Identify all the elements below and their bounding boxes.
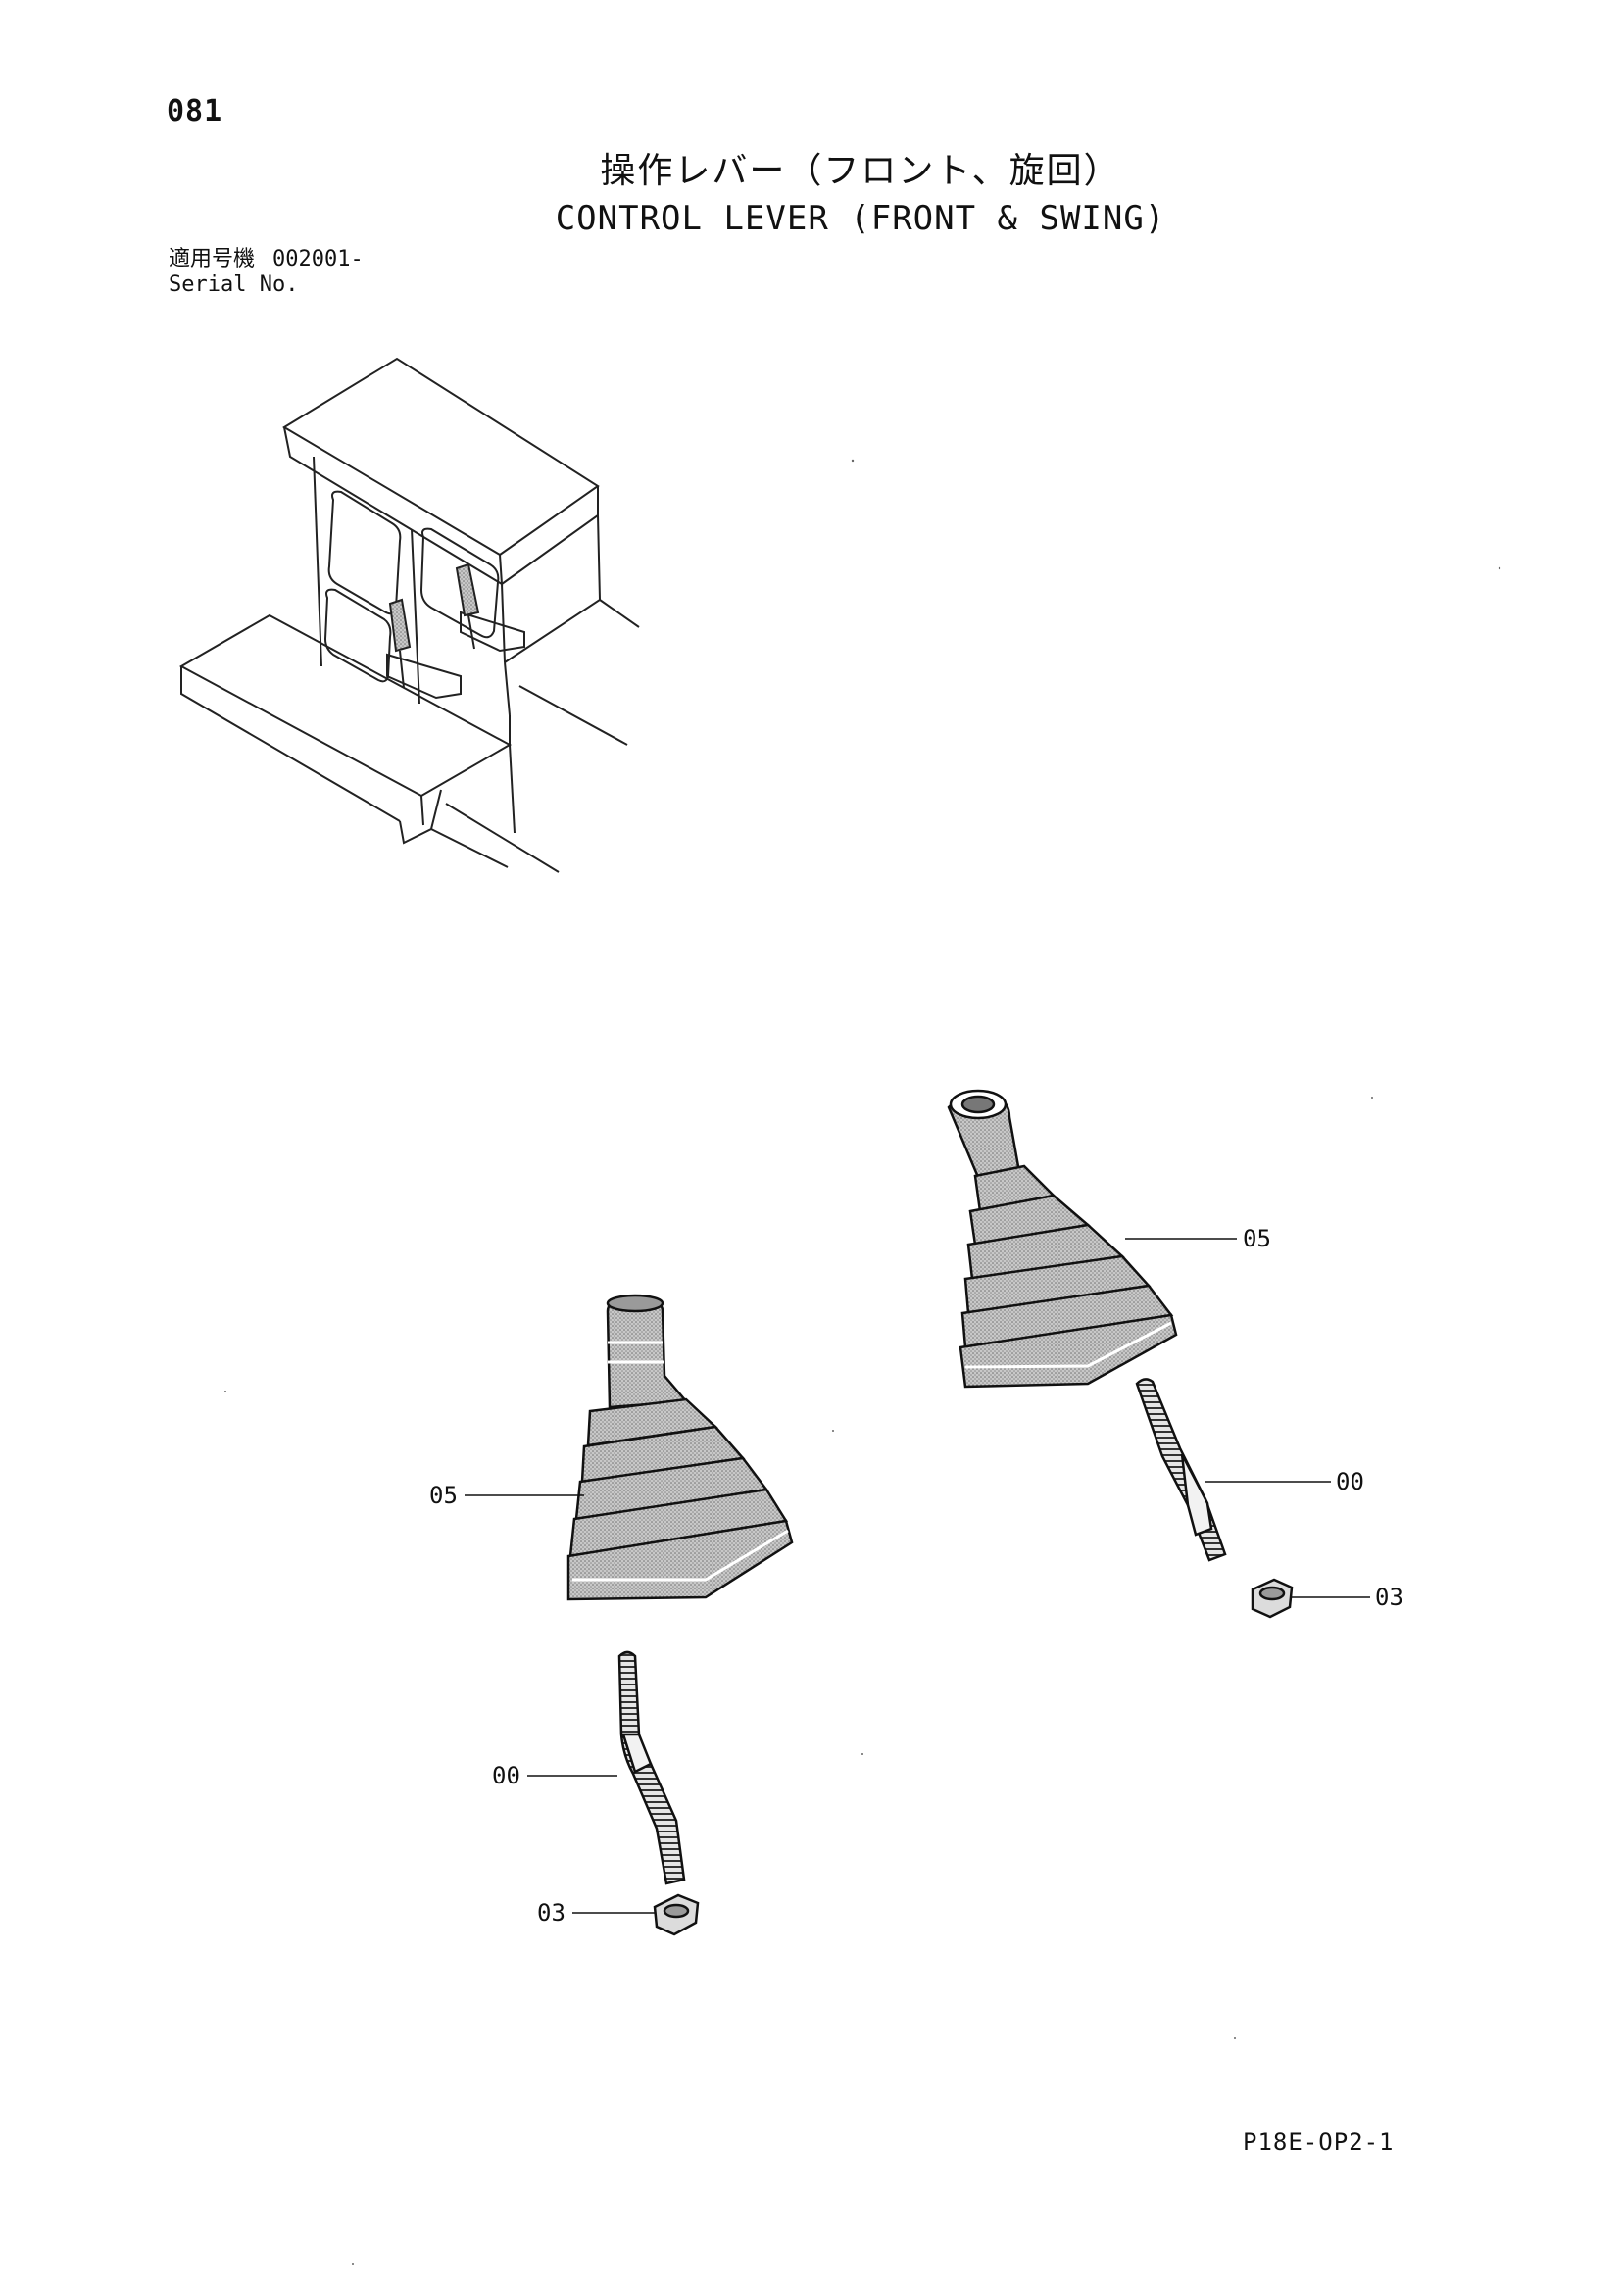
left-rubber-boot <box>566 1294 794 1601</box>
callout-right-boot: 05 <box>1243 1225 1271 1252</box>
serial-value: 002001- <box>272 247 364 271</box>
left-leaders <box>465 1494 655 1914</box>
callout-left-nut: 03 <box>537 1899 566 1927</box>
right-hex-nut <box>1251 1578 1294 1619</box>
left-lever-rod <box>617 1650 686 1885</box>
title-japanese: 操作レバー（フロント、旋回） <box>600 151 1121 191</box>
page-number: 081 <box>167 94 223 128</box>
callout-right-lever: 00 <box>1336 1468 1364 1495</box>
cab-overview-sketch <box>178 357 640 873</box>
title-english: CONTROL LEVER (FRONT & SWING) <box>555 199 1166 238</box>
right-rubber-boot <box>947 1089 1178 1389</box>
document-code: P18E-OP2-1 <box>1243 2128 1395 2156</box>
serial-block: 適用号機 002001- Serial No. <box>169 247 381 298</box>
callout-right-nut: 03 <box>1375 1584 1403 1611</box>
serial-label-japanese: 適用号機 <box>169 247 256 271</box>
right-leaders <box>1125 1238 1370 1598</box>
scan-specks <box>224 459 1501 2265</box>
right-lever-rod <box>1135 1378 1227 1562</box>
left-lever-assembly <box>465 1294 794 1936</box>
title-block: 操作レバー（フロント、旋回） CONTROL LEVER (FRONT & SW… <box>0 142 1623 238</box>
callout-left-boot: 05 <box>429 1482 458 1509</box>
right-lever-assembly <box>947 1089 1370 1619</box>
callout-left-lever: 00 <box>492 1762 520 1789</box>
serial-label-english: Serial No. <box>169 272 299 297</box>
left-hex-nut <box>653 1893 700 1936</box>
serial-row: 適用号機 002001- <box>169 247 381 272</box>
